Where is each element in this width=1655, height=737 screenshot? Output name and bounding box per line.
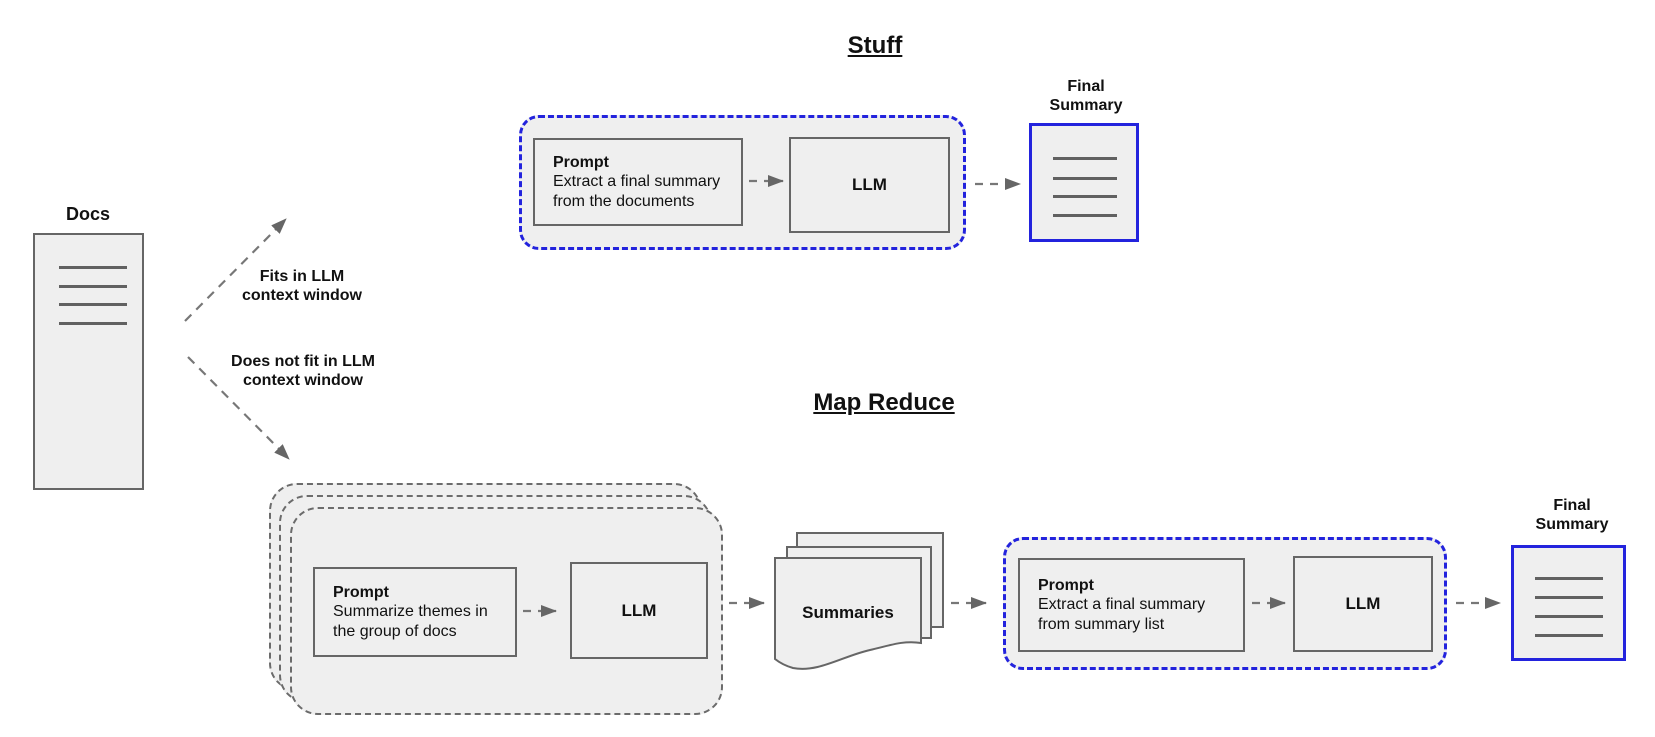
stuff-prompt-box: Prompt Extract a final summary from the … <box>533 138 743 226</box>
docs-document-shape <box>33 233 144 490</box>
reduce-final-summary-shape <box>1511 545 1626 661</box>
reduce-final-summary-label: Final Summary <box>1535 497 1609 533</box>
no-fit-branch-label: Does not fit in LLM context window <box>231 353 375 389</box>
stuff-prompt-body: Extract a final summary from the documen… <box>553 173 721 210</box>
doc-text-line <box>1535 577 1603 580</box>
doc-text-line <box>1535 615 1603 618</box>
doc-text-line <box>59 322 127 325</box>
doc-text-line <box>1053 214 1117 217</box>
doc-text-line <box>59 266 127 269</box>
stuff-final-summary-shape <box>1029 123 1139 242</box>
summaries-stack <box>774 532 944 670</box>
doc-text-line <box>1535 596 1603 599</box>
summaries-label: Summaries <box>802 603 894 622</box>
doc-text-line <box>1053 157 1117 160</box>
stuff-title: Stuff <box>847 32 903 59</box>
map-prompt-title: Prompt <box>333 583 389 601</box>
doc-text-line <box>59 285 127 288</box>
map-llm-label: LLM <box>621 600 657 620</box>
stuff-llm-label: LLM <box>852 175 887 194</box>
reduce-llm-box: LLM <box>1293 556 1433 652</box>
reduce-prompt-title: Prompt <box>1038 576 1094 594</box>
map-llm-box: LLM <box>570 562 708 659</box>
stuff-final-summary-label: Final Summary <box>1049 78 1123 114</box>
reduce-prompt-box: Prompt Extract a final summary from summ… <box>1018 558 1245 652</box>
fit-branch-label: Fits in LLM context window <box>242 268 362 304</box>
map-prompt-box: Prompt Summarize themes in the group of … <box>313 567 517 657</box>
reduce-llm-label: LLM <box>1345 594 1381 613</box>
doc-text-line <box>59 303 127 306</box>
docs-label: Docs <box>65 204 111 224</box>
map-prompt-body: Summarize themes in the group of docs <box>333 603 488 640</box>
map-reduce-title: Map Reduce <box>813 389 955 416</box>
doc-text-line <box>1053 195 1117 198</box>
doc-text-line <box>1053 177 1117 180</box>
stuff-prompt-title: Prompt <box>553 153 609 171</box>
reduce-prompt-body: Extract a final summary from summary lis… <box>1038 596 1206 633</box>
summaries-page-middle <box>786 546 932 639</box>
stuff-llm-box: LLM <box>789 137 950 233</box>
doc-text-line <box>1535 634 1603 637</box>
